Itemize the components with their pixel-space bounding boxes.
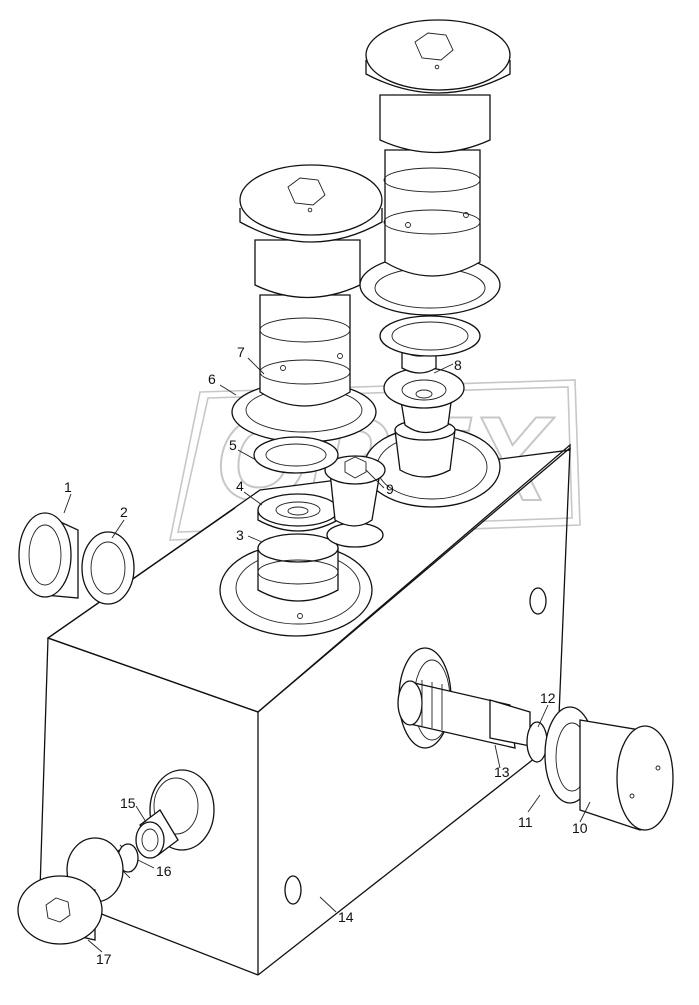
callout-3: 3 <box>236 527 244 543</box>
cartridge-valve-left <box>231 164 383 474</box>
callout-5: 5 <box>229 437 237 453</box>
callout-10: 10 <box>572 820 588 836</box>
sleeve-15 <box>135 809 179 859</box>
hex-plug-9 <box>324 455 386 548</box>
callout-16: 16 <box>156 863 172 879</box>
callout-15: 15 <box>120 795 136 811</box>
callout-17: 17 <box>96 951 112 967</box>
callout-14: 14 <box>338 909 354 925</box>
callout-2: 2 <box>120 504 128 520</box>
callout-1: 1 <box>64 479 72 495</box>
seat-ring-4 <box>257 493 339 532</box>
cartridge-valve-right <box>359 19 511 478</box>
valve-spool-3 <box>257 533 339 619</box>
spool-13 <box>397 680 531 749</box>
plug-17 <box>17 837 124 945</box>
callout-7: 7 <box>237 344 245 360</box>
plug-10 <box>579 719 674 831</box>
leader-lines <box>63 357 591 953</box>
callout-11: 11 <box>518 814 533 830</box>
callout-13: 13 <box>494 764 510 780</box>
callout-4: 4 <box>236 478 244 494</box>
seal-ring-2 <box>81 531 135 605</box>
plug-1 <box>18 512 79 599</box>
seal-ring-12 <box>526 721 548 763</box>
callout-12: 12 <box>540 690 556 706</box>
callout-9: 9 <box>386 481 394 497</box>
callout-labels: 1 2 3 4 5 6 7 8 9 10 11 12 13 14 15 16 1… <box>64 344 588 967</box>
callout-8: 8 <box>454 357 462 373</box>
callout-6: 6 <box>208 371 216 387</box>
